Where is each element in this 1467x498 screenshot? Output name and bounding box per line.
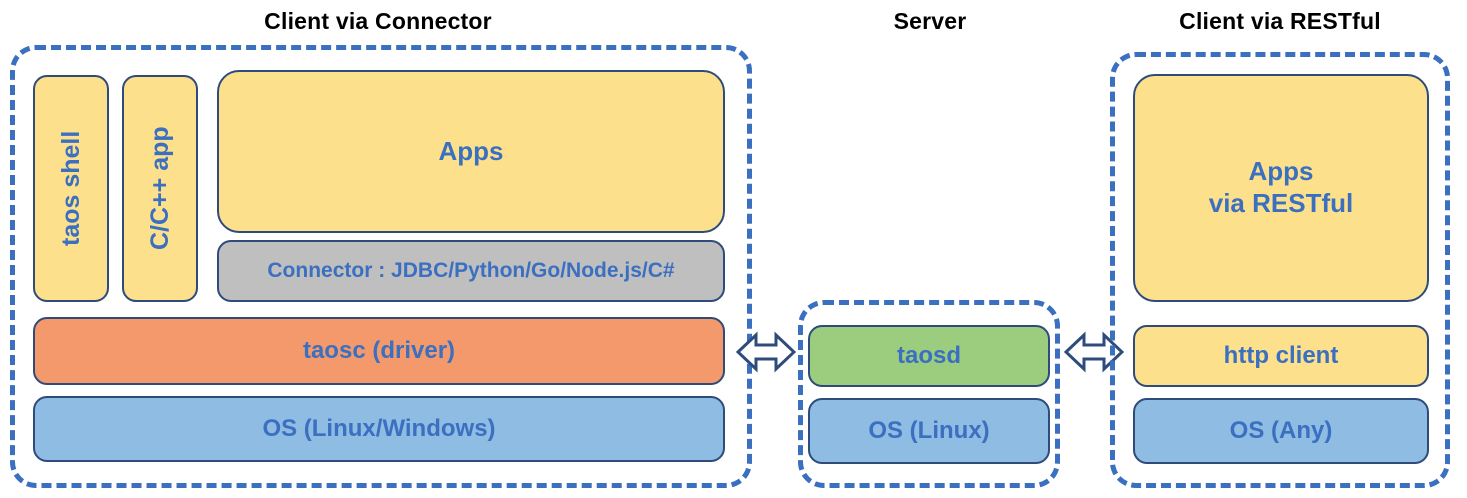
section-title-server: Server	[893, 8, 967, 34]
group-server	[798, 300, 1060, 488]
box-apps-restful-line2: via RESTful	[1208, 188, 1354, 218]
section-title-client-restful: Client via RESTful	[1179, 8, 1381, 34]
section-title-client-connector: Client via Connector	[264, 8, 492, 34]
box-os-linux-windows[interactable]: OS (Linux/Windows)	[33, 396, 725, 462]
box-apps-connector[interactable]: Apps	[217, 70, 725, 233]
box-apps-restful[interactable]: Apps via RESTful	[1133, 74, 1429, 302]
box-os-linux[interactable]: OS (Linux)	[808, 398, 1050, 464]
group-client-connector	[10, 45, 752, 488]
box-connector-list[interactable]: Connector : JDBC/Python/Go/Node.js/C#	[217, 240, 725, 302]
box-apps-restful-line1: Apps	[1248, 156, 1314, 187]
box-http-client[interactable]: http client	[1133, 325, 1429, 387]
box-os-any[interactable]: OS (Any)	[1133, 398, 1429, 464]
box-taosc-driver[interactable]: taosc (driver)	[33, 317, 725, 385]
box-c-cpp-app[interactable]: C/C++ app	[122, 75, 198, 302]
box-taosd[interactable]: taosd	[808, 325, 1050, 387]
double-headed-arrow-icon-left	[736, 328, 796, 376]
box-taos-shell[interactable]: taos shell	[33, 75, 109, 302]
group-client-restful	[1110, 52, 1450, 488]
double-headed-arrow-icon-right	[1064, 328, 1124, 376]
